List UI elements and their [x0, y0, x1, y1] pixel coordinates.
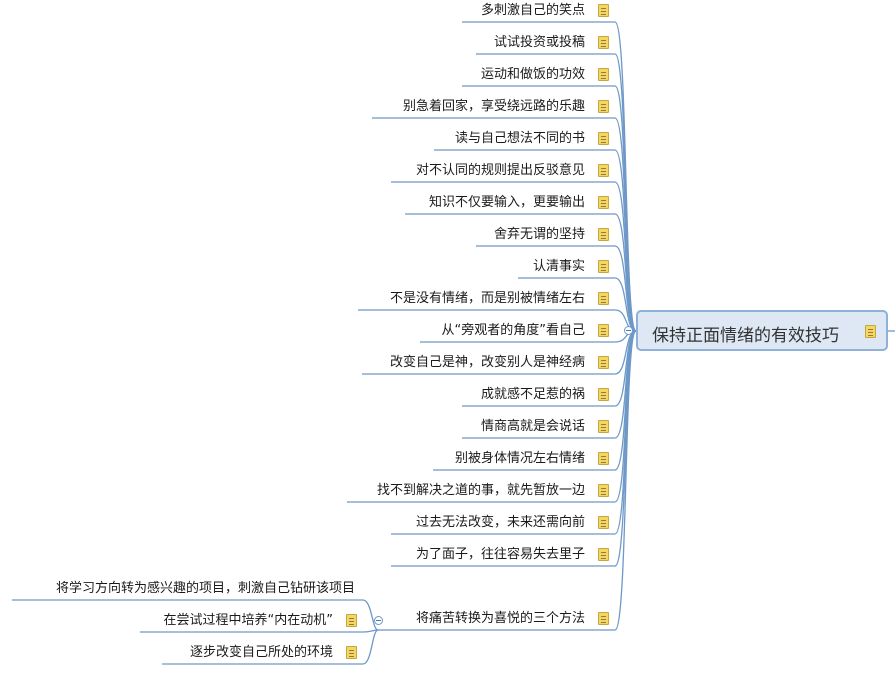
branch-topic[interactable]: 不是没有情绪，而是别被情绪左右 — [358, 290, 615, 308]
branch-topic[interactable]: 找不到解决之道的事，就先暂放一边 — [347, 482, 615, 500]
branch-topic[interactable]: 认清事实 — [518, 258, 615, 276]
branch-topic[interactable]: 别被身体情况左右情绪 — [433, 450, 615, 468]
branch-topic-label: 读与自己想法不同的书 — [454, 131, 585, 146]
branch-topic-label: 改变自己是神，改变别人是神经病 — [389, 355, 585, 370]
note-icon[interactable] — [598, 164, 609, 177]
note-icon[interactable] — [598, 196, 609, 209]
sub-topic-label: 逐步改变自己所处的环境 — [189, 645, 333, 660]
branch-topic-label: 为了面子，往往容易失去里子 — [415, 547, 585, 562]
note-icon[interactable] — [598, 388, 609, 401]
branch-topic[interactable]: 为了面子，往往容易失去里子 — [391, 546, 615, 564]
branch-topic[interactable]: 情商高就是会说话 — [462, 418, 615, 436]
sub-topic-label: 将学习方向转为感兴趣的项目，刺激自己钻研该项目 — [55, 581, 355, 596]
branch-topic-label: 找不到解决之道的事，就先暂放一边 — [376, 483, 585, 498]
branch-topic[interactable]: 将痛苦转换为喜悦的三个方法 — [391, 610, 615, 628]
note-icon[interactable] — [598, 132, 609, 145]
branch-topic-label: 知识不仅要输入，更要输出 — [428, 195, 585, 210]
branch-topic-label: 认清事实 — [532, 259, 585, 274]
branch-topic[interactable]: 试试投资或投稿 — [476, 34, 615, 52]
sub-topic[interactable]: 在尝试过程中培养“内在动机” — [140, 612, 363, 630]
note-icon[interactable] — [598, 228, 609, 241]
note-icon[interactable] — [865, 325, 876, 338]
note-icon[interactable] — [346, 646, 357, 659]
note-icon[interactable] — [598, 420, 609, 433]
note-icon[interactable] — [598, 68, 609, 81]
branch-topic-label: 将痛苦转换为喜悦的三个方法 — [415, 611, 585, 626]
note-icon[interactable] — [598, 292, 609, 305]
sub-topic-label: 在尝试过程中培养“内在动机” — [163, 613, 333, 628]
note-icon[interactable] — [598, 516, 609, 529]
note-icon[interactable] — [598, 452, 609, 465]
branch-topic[interactable]: 多刺激自己的笑点 — [462, 2, 615, 20]
branch-topic-label: 情商高就是会说话 — [480, 419, 585, 434]
note-icon[interactable] — [598, 260, 609, 273]
branch-topic-label: 别被身体情况左右情绪 — [454, 451, 585, 466]
branch-topic[interactable]: 过去无法改变，未来还需向前 — [391, 514, 615, 532]
note-icon[interactable] — [598, 356, 609, 369]
branch-topic[interactable]: 从“旁观者的角度”看自己 — [420, 322, 615, 340]
branch-topic-label: 对不认同的规则提出反驳意见 — [415, 163, 585, 178]
note-icon[interactable] — [598, 612, 609, 625]
branch-topic[interactable]: 别急着回家，享受绕远路的乐趣 — [372, 98, 615, 116]
branch-topic-label: 别急着回家，享受绕远路的乐趣 — [402, 99, 585, 114]
note-icon[interactable] — [598, 548, 609, 561]
root-topic-label: 保持正面情绪的有效技巧 — [652, 326, 839, 346]
branch-topic-label: 成就感不足惹的祸 — [480, 387, 585, 402]
branch-topic[interactable]: 改变自己是神，改变别人是神经病 — [362, 354, 615, 372]
root-collapse-toggle[interactable] — [624, 326, 633, 335]
root-topic[interactable]: 保持正面情绪的有效技巧 — [636, 310, 888, 351]
branch-topic[interactable]: 知识不仅要输入，更要输出 — [405, 194, 615, 212]
note-icon[interactable] — [598, 36, 609, 49]
branch-topic[interactable]: 舍弃无谓的坚持 — [476, 226, 615, 244]
sub-topic[interactable]: 逐步改变自己所处的环境 — [162, 644, 363, 662]
branch-topic[interactable]: 运动和做饭的功效 — [462, 66, 615, 84]
subtopic-collapse-toggle[interactable] — [374, 616, 383, 625]
note-icon[interactable] — [346, 614, 357, 627]
note-icon[interactable] — [598, 100, 609, 113]
branch-topic-label: 过去无法改变，未来还需向前 — [415, 515, 585, 530]
branch-topic-label: 不是没有情绪，而是别被情绪左右 — [389, 291, 585, 306]
branch-topic-label: 舍弃无谓的坚持 — [493, 227, 585, 242]
note-icon[interactable] — [598, 484, 609, 497]
branch-topic-label: 多刺激自己的笑点 — [480, 3, 585, 18]
branch-topic-label: 试试投资或投稿 — [493, 35, 585, 50]
branch-topic[interactable]: 读与自己想法不同的书 — [434, 130, 615, 148]
note-icon[interactable] — [598, 324, 609, 337]
branch-topic-label: 运动和做饭的功效 — [480, 67, 585, 82]
sub-topic[interactable]: 将学习方向转为感兴趣的项目，刺激自己钻研该项目 — [12, 580, 363, 598]
branch-topic[interactable]: 成就感不足惹的祸 — [462, 386, 615, 404]
branch-topic[interactable]: 对不认同的规则提出反驳意见 — [391, 162, 615, 180]
branch-topic-label: 从“旁观者的角度”看自己 — [441, 323, 585, 338]
note-icon[interactable] — [598, 4, 609, 17]
